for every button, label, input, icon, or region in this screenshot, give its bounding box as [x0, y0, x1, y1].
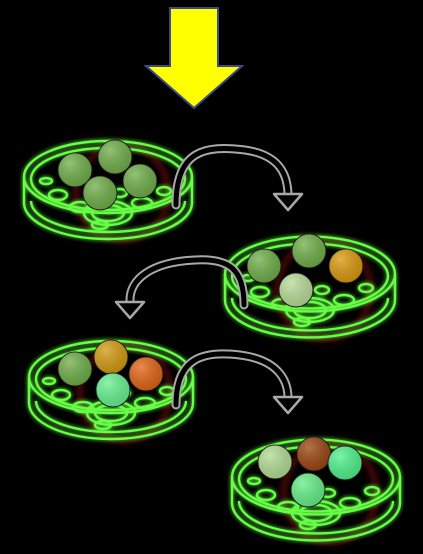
colony-shading	[328, 446, 362, 480]
colony-shading	[129, 357, 163, 391]
arrow-shaft-inner	[127, 257, 247, 308]
arrow-shaft-inner	[173, 146, 291, 208]
colony-shading	[123, 164, 157, 198]
colony-shading	[258, 445, 292, 479]
colony-shading	[58, 153, 92, 187]
colony-shading	[279, 273, 313, 307]
colony-shading	[291, 473, 325, 507]
arrow-head	[272, 192, 304, 212]
transfer-arrow-3	[171, 349, 304, 415]
transfer-arrow-1	[171, 144, 304, 212]
colony-shading	[98, 140, 132, 174]
colony-shading	[96, 373, 130, 407]
input-down-arrow	[143, 7, 245, 110]
colony-shading	[83, 176, 117, 210]
colony-shading	[292, 234, 326, 268]
petri-dish-2	[223, 233, 397, 343]
colony-shading	[94, 340, 128, 374]
arrow-shaft-inner	[173, 351, 291, 408]
arrow-head	[114, 300, 146, 320]
colony-shading	[247, 249, 281, 283]
dish-shadow	[76, 342, 174, 444]
colony-shading	[329, 249, 363, 283]
petri-dish-1	[22, 139, 194, 244]
transfer-arrow-2	[114, 255, 249, 320]
colony-shading	[297, 437, 331, 471]
arrow-head	[272, 395, 304, 415]
petri-dish-3	[27, 339, 195, 444]
petri-dish-4	[230, 436, 402, 546]
colony-shading	[58, 352, 92, 386]
